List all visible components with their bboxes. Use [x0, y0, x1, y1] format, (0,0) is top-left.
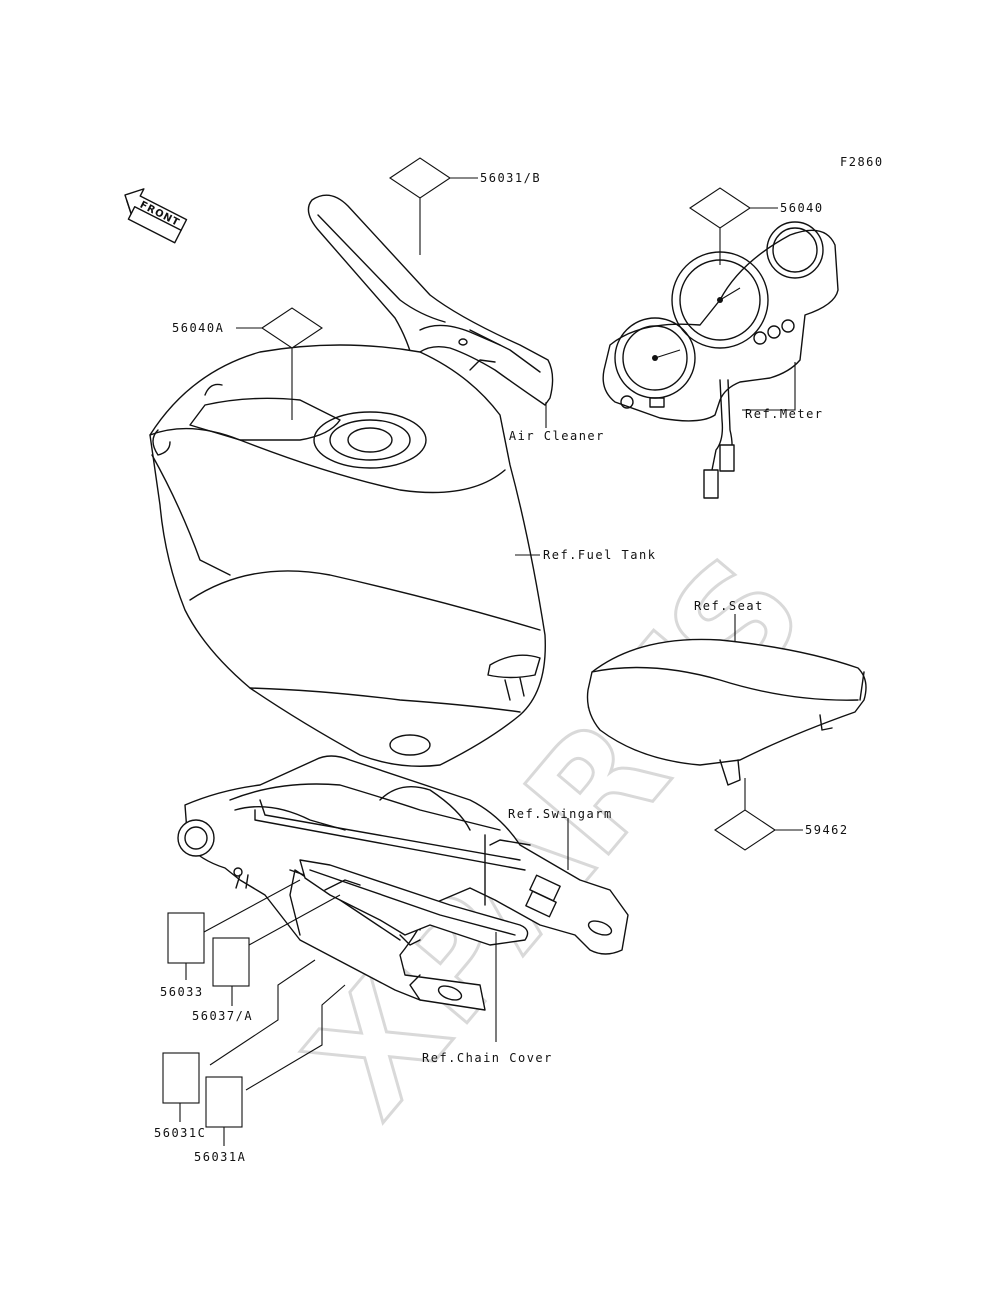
label-56031a: 56031A: [194, 1150, 246, 1164]
label-56031c: 56031C: [154, 1126, 206, 1140]
leader-56031a: [245, 984, 346, 1091]
meter-assembly: [602, 221, 839, 499]
label-ref-swingarm: Ref.Swingarm: [508, 807, 613, 821]
decal-56040a: [261, 307, 323, 349]
label-ref-chain-cover: Ref.Chain Cover: [422, 1051, 553, 1065]
decal-56037a: [212, 937, 250, 987]
air-cleaner-cover: [307, 194, 554, 406]
label-56037a: 56037/A: [192, 1009, 253, 1023]
leader-meter: [742, 362, 796, 411]
label-ref-seat: Ref.Seat: [694, 599, 764, 613]
label-ref-fuel-tank: Ref.Fuel Tank: [543, 548, 656, 562]
leader-56031c: [209, 959, 316, 1066]
label-ref-meter: Ref.Meter: [745, 407, 824, 421]
label-56040: 56040: [780, 201, 824, 215]
decal-56040: [689, 187, 751, 229]
fuel-tank: [149, 344, 546, 767]
chain-cover: [299, 859, 529, 946]
label-56040a: 56040A: [172, 321, 224, 335]
leader-56033: [203, 879, 301, 933]
swingarm: [177, 755, 629, 1011]
label-56031b: 56031/B: [480, 171, 541, 185]
label-ref-air-cleaner: Ref.Air Cleaner: [474, 429, 605, 443]
decal-56033: [167, 912, 205, 964]
figure-code: F2860: [840, 155, 884, 169]
decal-56031a: [205, 1076, 243, 1128]
decal-56031c: [162, 1052, 200, 1104]
decal-56031b: [389, 157, 451, 199]
front-arrow-icon: FRONT: [124, 188, 188, 244]
leader-56037a: [248, 894, 341, 946]
label-56033: 56033: [160, 985, 204, 999]
seat: [586, 638, 867, 786]
decal-59462: [714, 809, 776, 851]
label-59462: 59462: [805, 823, 849, 837]
